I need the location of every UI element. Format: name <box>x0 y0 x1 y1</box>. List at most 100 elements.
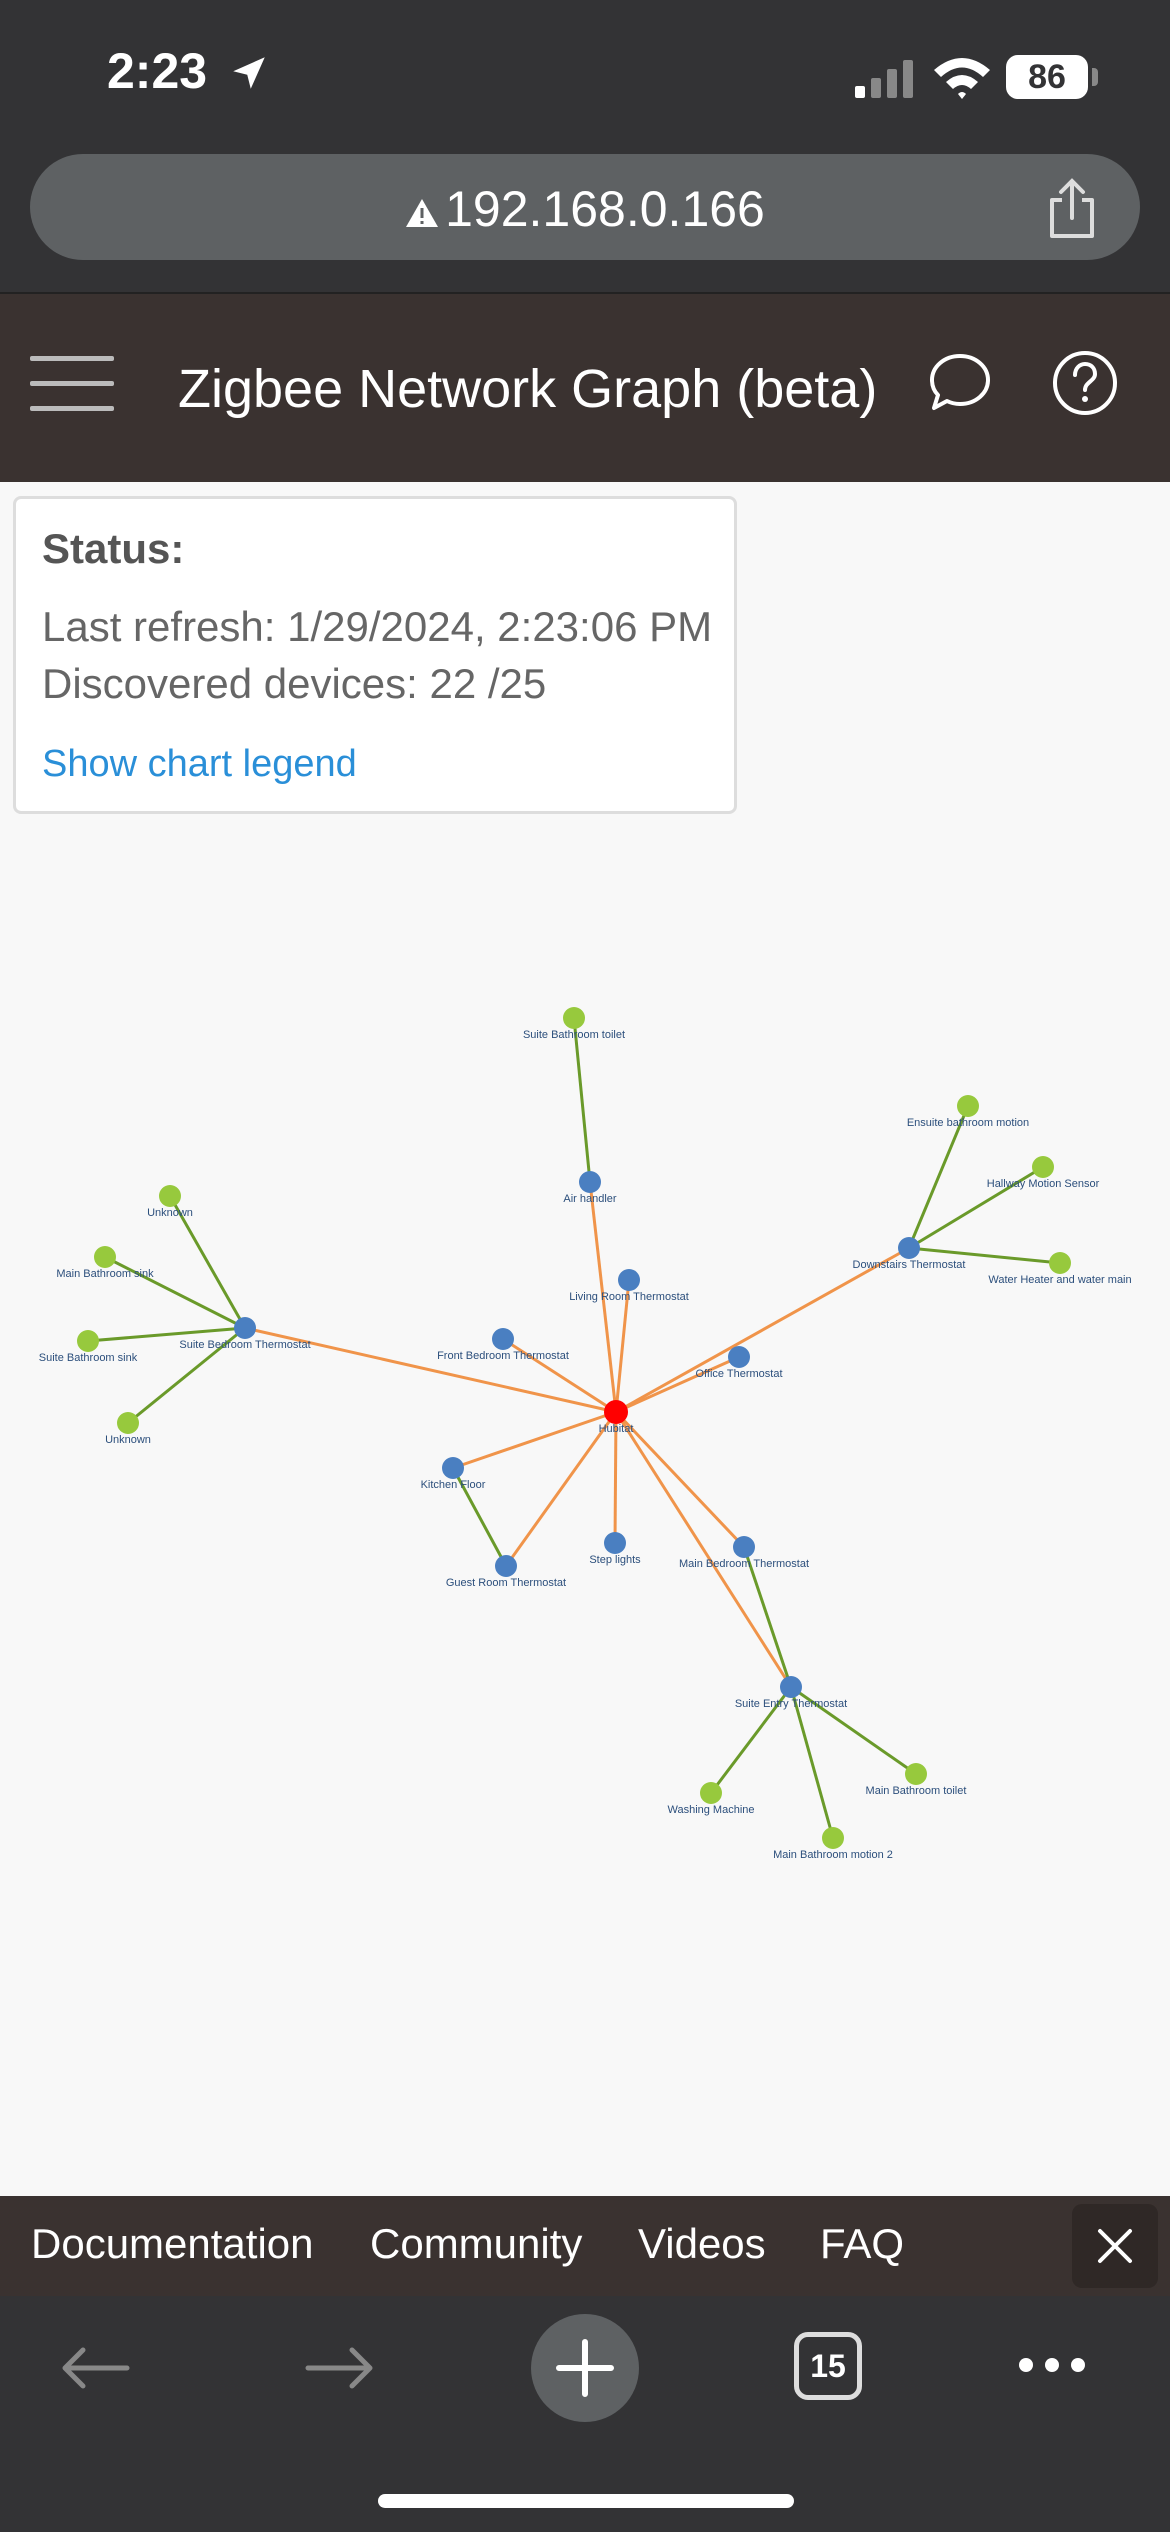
graph-node-label-wh: Water Heater and water main <box>988 1274 1131 1286</box>
status-bar: 2:23 86 <box>0 0 1170 140</box>
graph-node-lrt[interactable] <box>618 1269 640 1291</box>
graph-node-hms[interactable] <box>1032 1156 1054 1178</box>
chat-bubble-icon[interactable] <box>928 350 992 414</box>
videos-link[interactable]: Videos <box>638 2220 766 2267</box>
graph-node-sbt[interactable] <box>563 1007 585 1029</box>
graph-node-label-sbs: Suite Bathroom sink <box>39 1352 138 1364</box>
graph-node-unk2[interactable] <box>117 1412 139 1434</box>
graph-node-label-grt: Guest Room Thermostat <box>446 1577 566 1589</box>
back-arrow-icon[interactable] <box>55 2338 135 2398</box>
new-tab-button[interactable] <box>531 2314 639 2422</box>
graph-node-ebm[interactable] <box>957 1095 979 1117</box>
graph-node-label-sbt: Suite Bathroom toilet <box>523 1029 625 1041</box>
status-card: Status: Last refresh: 1/29/2024, 2:23:06… <box>13 496 737 814</box>
graph-node-label-wm: Washing Machine <box>667 1804 754 1816</box>
graph-node-grt[interactable] <box>495 1555 517 1577</box>
graph-node-label-dst: Downstairs Thermostat <box>853 1259 966 1271</box>
graph-node-mbt[interactable] <box>733 1536 755 1558</box>
browser-toolbar: 15 <box>0 2296 1170 2532</box>
documentation-link[interactable]: Documentation <box>31 2220 314 2267</box>
graph-edge-hub-kf <box>452 1410 617 1470</box>
graph-edge-hub-sbdt <box>244 1326 617 1414</box>
graph-node-label-mbt: Main Bedroom Thermostat <box>679 1558 809 1570</box>
graph-node-mbm2[interactable] <box>822 1827 844 1849</box>
footer-links-bar: Documentation Community Videos FAQ <box>0 2196 1170 2296</box>
cellular-signal-icon <box>855 60 913 98</box>
graph-node-label-mbtoilet: Main Bathroom toilet <box>866 1785 967 1797</box>
warning-icon <box>406 198 439 227</box>
graph-node-label-sbdt: Suite Bedroom Thermostat <box>179 1339 310 1351</box>
browser-address-area: 192.168.0.166 <box>0 140 1170 294</box>
graph-edge-hub-air <box>588 1181 618 1413</box>
graph-node-mbs[interactable] <box>94 1246 116 1268</box>
graph-edge-sbdt-mbs <box>104 1255 246 1330</box>
home-indicator <box>378 2494 794 2508</box>
graph-node-air[interactable] <box>579 1171 601 1193</box>
graph-edge-hub-dst <box>615 1246 910 1414</box>
graph-node-dst[interactable] <box>898 1237 920 1259</box>
help-icon[interactable] <box>1052 350 1118 416</box>
graph-edge-sbdt-unk1 <box>168 1195 247 1329</box>
graph-edge-kf-grt <box>451 1467 508 1567</box>
graph-node-label-hub: Hubitat <box>599 1423 634 1435</box>
graph-edge-hub-lrt <box>614 1279 631 1413</box>
hamburger-menu-icon[interactable] <box>30 356 114 416</box>
graph-node-label-air: Air handler <box>563 1193 617 1205</box>
address-bar[interactable]: 192.168.0.166 <box>30 154 1140 260</box>
share-icon[interactable] <box>1044 178 1100 240</box>
page-title: Zigbee Network Graph (beta) <box>178 359 878 419</box>
graph-edge-dst-hms <box>908 1165 1044 1250</box>
graph-node-wm[interactable] <box>700 1782 722 1804</box>
more-options-icon[interactable] <box>1016 2354 1088 2376</box>
graph-node-wh[interactable] <box>1049 1252 1071 1274</box>
graph-node-set[interactable] <box>780 1676 802 1698</box>
graph-edge-sbdt-sbs <box>87 1326 246 1343</box>
close-button[interactable] <box>1072 2204 1158 2288</box>
plus-icon <box>556 2339 614 2397</box>
graph-edge-hub-grt <box>504 1411 618 1567</box>
graph-node-label-ebm: Ensuite bathroom motion <box>907 1117 1029 1129</box>
url-text: 192.168.0.166 <box>445 181 765 237</box>
graph-edge-hub-fbt <box>502 1337 617 1414</box>
graph-node-label-off: Office Thermostat <box>695 1368 782 1380</box>
graph-node-label-mbm2: Main Bathroom motion 2 <box>773 1849 893 1861</box>
graph-node-sbdt[interactable] <box>234 1317 256 1339</box>
graph-node-sbs[interactable] <box>77 1330 99 1352</box>
close-icon <box>1098 2229 1132 2263</box>
community-link[interactable]: Community <box>370 2220 583 2267</box>
graph-edge-hub-off <box>615 1355 740 1414</box>
graph-edge-set-mbm2 <box>789 1686 835 1839</box>
graph-node-unk1[interactable] <box>159 1185 181 1207</box>
graph-node-label-set: Suite Entry Thermostat <box>735 1698 847 1710</box>
graph-edge-air-sbt <box>572 1017 592 1183</box>
battery-nub <box>1092 68 1098 86</box>
graph-node-off[interactable] <box>728 1346 750 1368</box>
faq-link[interactable]: FAQ <box>820 2220 905 2267</box>
graph-node-mbtoilet[interactable] <box>905 1763 927 1785</box>
app-header: Zigbee Network Graph (beta) <box>0 294 1170 482</box>
graph-node-label-unk2: Unknown <box>105 1434 151 1446</box>
graph-edge-set-mbtoilet <box>790 1685 917 1776</box>
graph-node-kf[interactable] <box>442 1457 464 1479</box>
graph-edge-sbdt-unk2 <box>127 1326 246 1425</box>
graph-node-label-fbt: Front Bedroom Thermostat <box>437 1350 569 1362</box>
graph-edge-mbt-set <box>742 1546 793 1688</box>
show-chart-legend-link[interactable]: Show chart legend <box>42 743 357 785</box>
status-heading: Status: <box>42 525 185 572</box>
graph-node-label-kf: Kitchen Floor <box>421 1479 486 1491</box>
graph-node-hub[interactable] <box>604 1400 628 1424</box>
graph-edge-dst-wh <box>908 1246 1061 1265</box>
forward-arrow-icon[interactable] <box>300 2338 380 2398</box>
graph-node-label-unk1: Unknown <box>147 1207 193 1219</box>
graph-edge-hub-step <box>613 1411 618 1544</box>
graph-edge-hub-set <box>614 1411 793 1688</box>
graph-node-label-hms: Hallway Motion Sensor <box>987 1178 1100 1190</box>
graph-node-step[interactable] <box>604 1532 626 1554</box>
graph-edge-hub-mbt <box>614 1410 746 1549</box>
graph-node-label-mbs: Main Bathroom sink <box>56 1268 154 1280</box>
clock: 2:23 <box>107 43 208 99</box>
discovered-devices-text: Discovered devices: 22 /25 <box>42 660 547 707</box>
wifi-icon <box>934 58 990 99</box>
tabs-button[interactable]: 15 <box>794 2332 862 2400</box>
graph-node-fbt[interactable] <box>492 1328 514 1350</box>
